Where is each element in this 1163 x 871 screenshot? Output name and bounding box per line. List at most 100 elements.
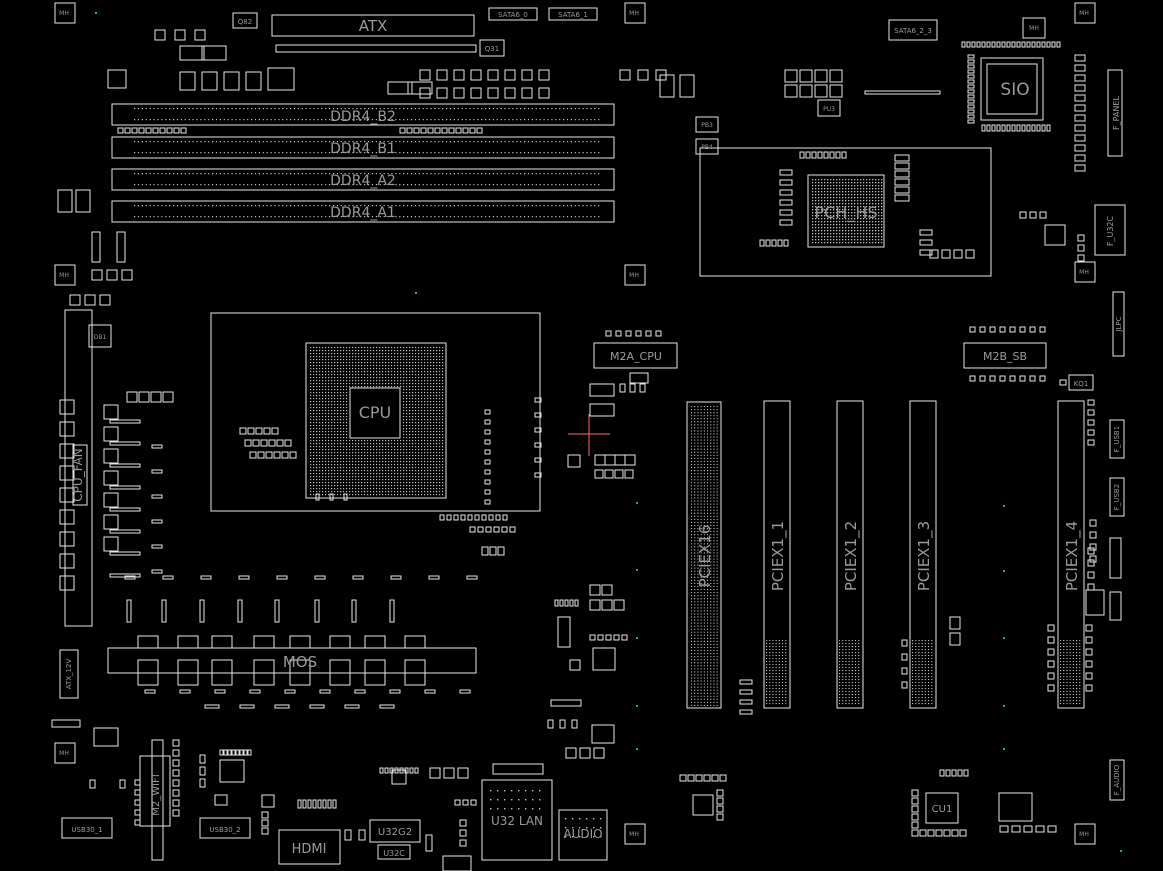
cpu-pin	[427, 350, 429, 352]
pch-ball	[833, 212, 835, 214]
dimm-pin	[535, 119, 537, 121]
cpu-pin	[346, 356, 348, 358]
pcie-contact	[928, 688, 930, 690]
dimm-pin	[360, 152, 362, 154]
pch-ball	[833, 209, 835, 211]
cpu-pin	[391, 350, 393, 352]
cpu-pin	[328, 365, 330, 367]
pcie-contact	[851, 667, 853, 669]
pcie-contact	[703, 616, 705, 618]
pcie-contact	[691, 412, 693, 414]
pcie-contact	[766, 673, 768, 675]
cpu-pin	[349, 386, 351, 388]
dimm-pin	[180, 205, 182, 207]
dimm-pin	[134, 184, 136, 186]
cpu-pin	[334, 356, 336, 358]
cpu-pin	[310, 359, 312, 361]
pcie-contact	[697, 637, 699, 639]
pch-ball	[833, 242, 835, 244]
pcie-contact	[700, 430, 702, 432]
cpu-pin	[415, 350, 417, 352]
cpu-pin	[313, 494, 315, 496]
cpu-pin	[394, 491, 396, 493]
pcie-contact	[716, 534, 718, 536]
cpu-pin	[310, 455, 312, 457]
pch-ball	[878, 233, 880, 235]
cpu-pin	[316, 449, 318, 451]
pcie-contact	[703, 579, 705, 581]
pcie-contact	[697, 677, 699, 679]
cpu-pin	[337, 386, 339, 388]
u32-lan-port	[481, 779, 553, 861]
cpu-pin	[376, 359, 378, 361]
cpu-pin	[379, 353, 381, 355]
cpu-pin	[427, 380, 429, 382]
dimm-pin	[543, 184, 545, 186]
dimm-pin	[555, 108, 557, 110]
dimm-pin	[375, 205, 377, 207]
pcie-contact	[691, 564, 693, 566]
cpu-pin	[412, 368, 414, 370]
cpu-pin	[331, 416, 333, 418]
dimm-pin	[200, 216, 202, 218]
cpu-pin	[415, 437, 417, 439]
pcie-contact	[697, 494, 699, 496]
pcie-contact	[710, 534, 712, 536]
cpu-pin	[349, 443, 351, 445]
cpu-pin	[310, 374, 312, 376]
cpu-pin	[424, 383, 426, 385]
cpu-pin	[337, 353, 339, 355]
cpu-pin	[337, 362, 339, 364]
cpu-pin	[364, 374, 366, 376]
cpu-pin	[427, 455, 429, 457]
cpu-pin	[310, 368, 312, 370]
cpu-pin	[394, 374, 396, 376]
dimm-pin	[274, 205, 276, 207]
cpu-pin	[415, 428, 417, 430]
pch-ball	[821, 239, 823, 241]
cpu-pin	[400, 440, 402, 442]
cpu-pin	[337, 419, 339, 421]
pcie-contact	[839, 658, 841, 660]
cpu-pin	[436, 353, 438, 355]
dimm-pin	[488, 141, 491, 143]
cpu-pin	[406, 401, 408, 403]
pciex1-3-slot	[909, 400, 937, 709]
dimm-pin	[239, 108, 241, 110]
cpu-pin	[400, 356, 402, 358]
cpu-pin	[367, 485, 369, 487]
cpu-pin	[406, 452, 408, 454]
dimm-pin	[543, 152, 545, 154]
dimm-pin	[520, 141, 522, 143]
cpu-pin	[364, 359, 366, 361]
pcie-contact	[713, 494, 715, 496]
cpu-pin	[319, 356, 321, 358]
cpu-pin	[436, 491, 438, 493]
cpu-pin	[334, 461, 336, 463]
cpu-pin	[439, 494, 441, 496]
pch-ball	[830, 191, 832, 193]
pch-ball	[833, 182, 835, 184]
cpu-pin	[433, 359, 435, 361]
cpu-pin	[364, 386, 366, 388]
dimm-pin	[204, 119, 206, 121]
cpu-pin	[352, 365, 354, 367]
dimm-pin	[161, 108, 163, 110]
cpu-pin	[319, 353, 321, 355]
pcie-contact	[700, 613, 702, 615]
cpu-pin	[397, 467, 399, 469]
cpu-pin	[340, 437, 342, 439]
dimm-pin	[520, 205, 522, 207]
cpu-pin	[340, 383, 342, 385]
cpu-pin	[406, 428, 408, 430]
pcie-contact	[839, 652, 841, 654]
cpu-pin	[331, 428, 333, 430]
cpu-pin	[322, 455, 324, 457]
pcie-contact	[713, 436, 715, 438]
dimm-pin	[188, 119, 190, 121]
pcie-contact	[713, 671, 715, 673]
pcie-contact	[710, 671, 712, 673]
pcie-contact	[703, 415, 705, 417]
pch-ball	[863, 239, 865, 241]
dimm-pin	[208, 173, 210, 175]
